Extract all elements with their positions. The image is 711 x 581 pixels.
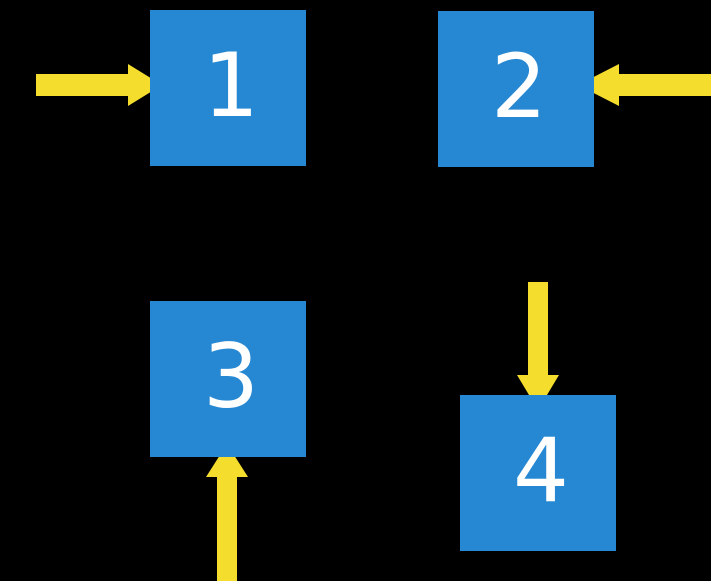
- node-box-4[interactable]: 4: [460, 395, 616, 551]
- node-1-label: 1: [203, 34, 259, 137]
- node-box-3[interactable]: 3: [150, 301, 306, 457]
- node-2-label: 2: [491, 35, 547, 138]
- arrow-right-into-node-1: [36, 64, 162, 106]
- arrow-left-icon: [578, 64, 711, 106]
- node-3-label: 3: [203, 325, 259, 428]
- arrow-right-icon: [36, 64, 162, 106]
- arrow-down-icon: [517, 282, 559, 410]
- arrow-up-icon: [206, 444, 248, 581]
- node-box-1[interactable]: 1: [150, 10, 306, 166]
- arrow-down-into-node-4: [517, 282, 559, 410]
- node-box-2[interactable]: 2: [438, 11, 594, 167]
- arrow-left-into-node-2: [578, 64, 711, 106]
- node-4-label: 4: [513, 419, 569, 522]
- arrow-up-into-node-3: [206, 444, 248, 581]
